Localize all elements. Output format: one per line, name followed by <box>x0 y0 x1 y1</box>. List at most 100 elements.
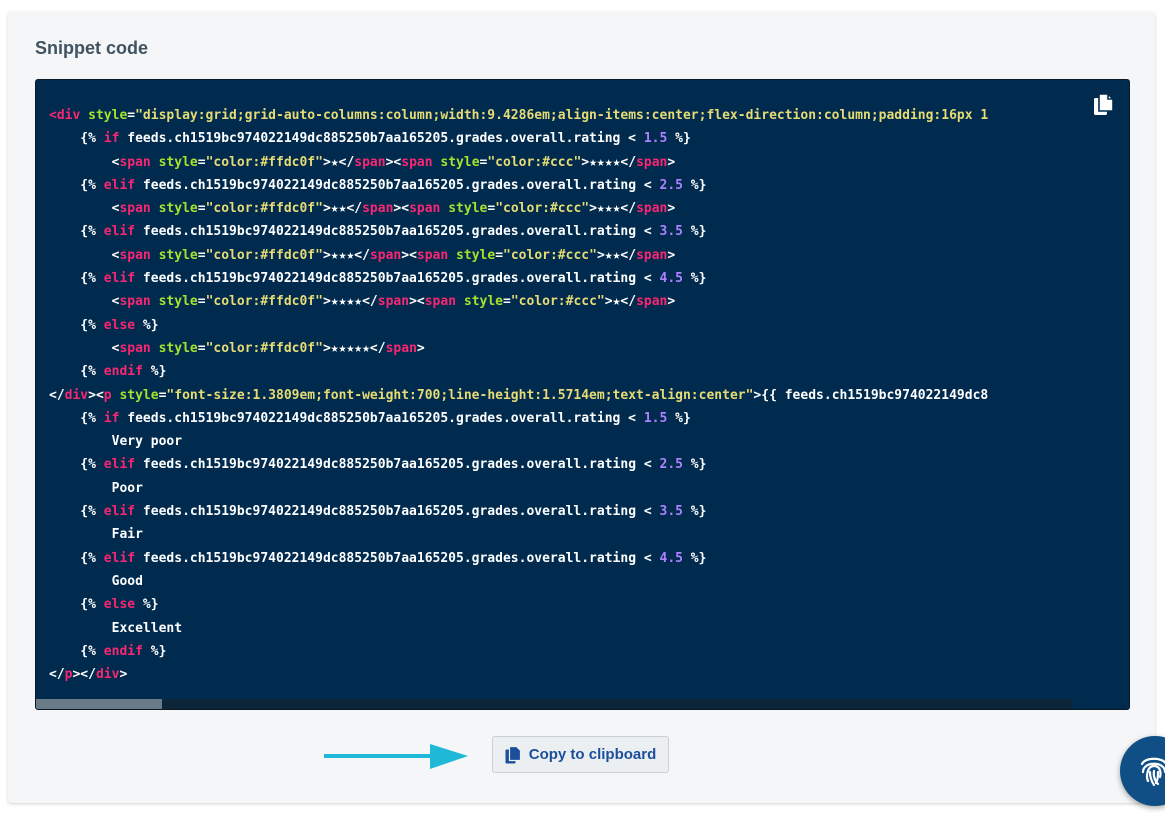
code-line: {% if feeds.ch1519bc974022149dc885250b7a… <box>49 127 1074 150</box>
code-token: %} <box>682 177 707 193</box>
code-token: {% <box>49 643 104 659</box>
code-token: "color:#ffdc0f" <box>205 340 323 356</box>
code-line: Good <box>49 570 1074 593</box>
code-token: {% <box>49 271 104 287</box>
code-token: feeds.ch1519bc974022149dc885250b7aa16520… <box>135 271 660 287</box>
code-line: {% elif feeds.ch1519bc974022149dc885250b… <box>49 453 1074 476</box>
code-token: span <box>119 294 151 310</box>
code-token: > <box>667 294 676 310</box>
code-token: style <box>158 340 198 356</box>
code-token: div <box>95 667 120 683</box>
copy-to-clipboard-button[interactable]: Copy to clipboard <box>492 736 669 773</box>
code-token: style <box>456 247 496 263</box>
code-token: > <box>416 340 425 356</box>
fingerprint-icon <box>1140 757 1165 787</box>
code-line: <span style="color:#ffdc0f">★★★</span><s… <box>49 244 1074 267</box>
code-line: Fair <box>49 523 1074 546</box>
code-token: = <box>197 340 206 356</box>
code-block: <div style="display:grid;grid-auto-colum… <box>35 79 1130 710</box>
code-line: {% else %} <box>49 314 1074 337</box>
code-line: {% elif feeds.ch1519bc974022149dc885250b… <box>49 174 1074 197</box>
code-line: <span style="color:#ffdc0f">★</span><spa… <box>49 151 1074 174</box>
code-token: style <box>448 201 488 217</box>
code-token: 3.5 <box>659 504 683 520</box>
code-token: > <box>667 201 676 217</box>
code-token: elif <box>103 550 136 566</box>
code-token: style <box>440 154 480 170</box>
code-token: >< <box>385 154 402 170</box>
code-token: feeds.ch1519bc974022149dc885250b7aa16520… <box>135 177 660 193</box>
code-token: if <box>103 410 120 426</box>
code-token: > <box>667 247 676 263</box>
code-token: span <box>385 340 417 356</box>
code-line: {% endif %} <box>49 360 1074 383</box>
code-token: >★</ <box>322 154 355 170</box>
code-token: = <box>197 154 206 170</box>
code-line: Excellent <box>49 617 1074 640</box>
code-token: >★★★</ <box>589 201 637 217</box>
code-token: 3.5 <box>659 224 683 240</box>
code-line: <div style="display:grid;grid-auto-colum… <box>49 104 1074 127</box>
code-token: Fair <box>49 527 143 543</box>
code-token: = <box>479 154 488 170</box>
code-token: 1.5 <box>643 410 668 426</box>
code-token: < <box>49 340 120 356</box>
scrollbar-thumb[interactable] <box>36 699 162 709</box>
code-token: "color:#ffdc0f" <box>205 201 323 217</box>
code-token: %} <box>682 224 707 240</box>
code-token: {% <box>49 504 104 520</box>
code-lines: <div style="display:grid;grid-auto-colum… <box>49 104 1074 704</box>
code-token <box>151 201 159 216</box>
code-line: <span style="color:#ffdc0f">★★★★</span><… <box>49 290 1074 313</box>
code-token: else <box>103 597 136 613</box>
code-token: {% <box>49 364 104 380</box>
code-token: >< <box>88 387 104 403</box>
code-token: 4.5 <box>659 550 683 566</box>
code-token: %} <box>682 550 707 566</box>
code-token: = <box>487 201 496 217</box>
code-token: Poor <box>49 480 143 496</box>
code-token: style <box>158 201 198 217</box>
code-token: {% <box>49 177 104 193</box>
code-token: {% <box>49 550 104 566</box>
code-line: {% elif feeds.ch1519bc974022149dc885250b… <box>49 547 1074 570</box>
code-token: style <box>158 294 198 310</box>
code-token: </ <box>49 387 65 403</box>
code-token: p <box>64 667 73 683</box>
code-line: Poor <box>49 477 1074 500</box>
code-line: <span style="color:#ffdc0f">★★★★★</span> <box>49 337 1074 360</box>
code-token: {% <box>49 597 104 613</box>
code-token: 1.5 <box>643 131 668 147</box>
code-token: span <box>636 201 668 217</box>
horizontal-scrollbar[interactable] <box>36 699 1073 709</box>
code-token: else <box>103 317 136 333</box>
code-line: {% elif feeds.ch1519bc974022149dc885250b… <box>49 500 1074 523</box>
code-token: style <box>88 108 128 123</box>
copy-icon[interactable] <box>1093 93 1115 117</box>
code-token: >★★★★★</ <box>322 340 386 356</box>
code-token: %} <box>682 457 707 473</box>
code-token: %} <box>142 643 167 659</box>
code-token: >★★★★</ <box>322 294 378 310</box>
code-token: %} <box>135 317 159 333</box>
code-token: span <box>369 247 402 263</box>
code-token: > <box>119 667 128 683</box>
code-token: {% <box>49 317 104 333</box>
code-line: {% if feeds.ch1519bc974022149dc885250b7a… <box>49 407 1074 430</box>
code-token: < <box>49 201 120 217</box>
code-token <box>80 108 88 123</box>
code-token: >★</ <box>604 294 637 310</box>
code-token: = <box>197 201 206 217</box>
code-token: >★★</ <box>596 247 637 263</box>
code-line: {% elif feeds.ch1519bc974022149dc885250b… <box>49 220 1074 243</box>
code-token: Very poor <box>49 434 183 450</box>
code-token: >< <box>393 201 410 217</box>
code-token: elif <box>103 224 136 240</box>
code-token: span <box>424 294 457 310</box>
code-token: > <box>667 154 676 170</box>
code-token: Good <box>49 573 143 589</box>
code-token: span <box>119 201 151 217</box>
code-token: span <box>119 154 151 170</box>
code-line: </div><p style="font-size:1.3809em;font-… <box>49 384 1074 407</box>
code-token: "font-size:1.3809em;font-weight:700;line… <box>166 387 754 403</box>
